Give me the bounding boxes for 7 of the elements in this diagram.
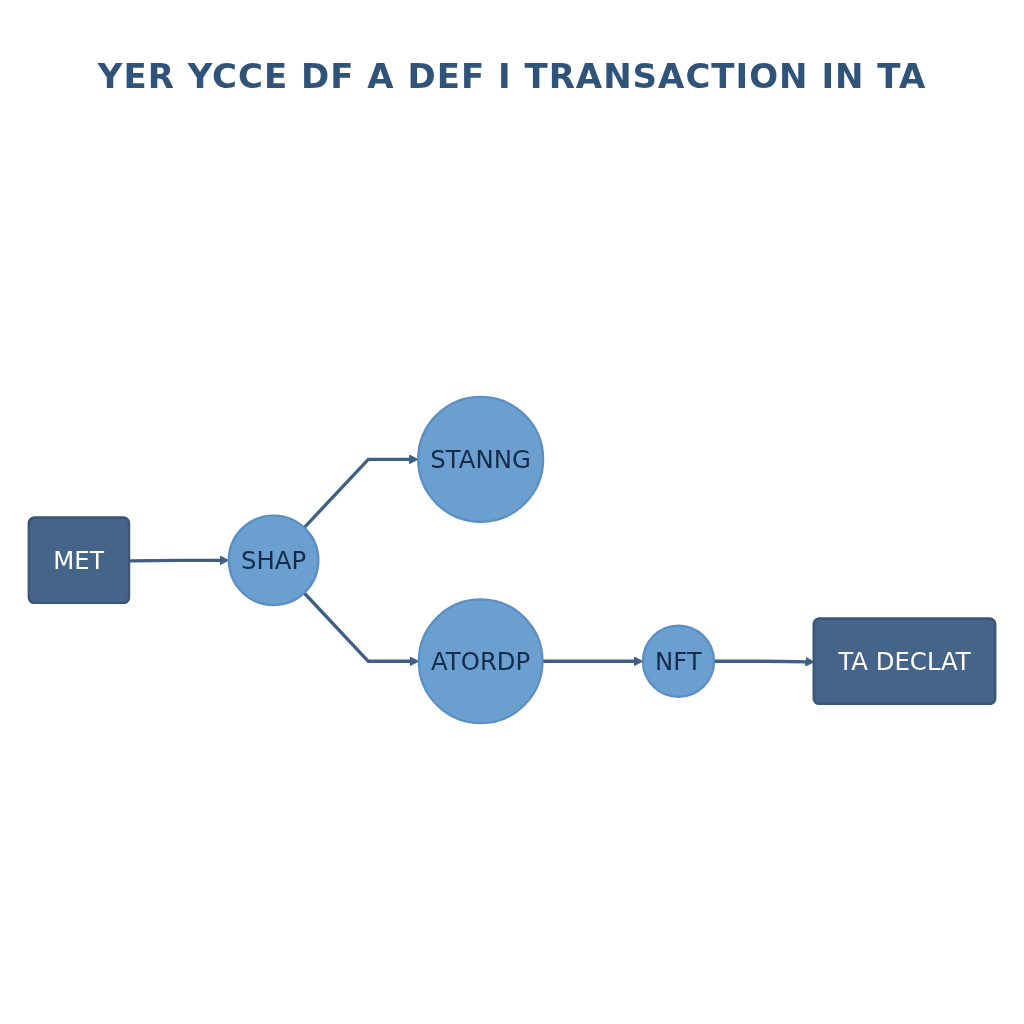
node-circle: SHAP xyxy=(227,514,320,607)
node-circle: STANNG xyxy=(417,395,545,523)
node-circle: ATORDP xyxy=(417,598,544,725)
title: YER YCCE DF A DEF I TRANSACTION IN TA xyxy=(96,56,928,97)
arrow xyxy=(542,656,644,667)
node-circle: NFT xyxy=(641,624,716,698)
arrow xyxy=(303,454,419,529)
